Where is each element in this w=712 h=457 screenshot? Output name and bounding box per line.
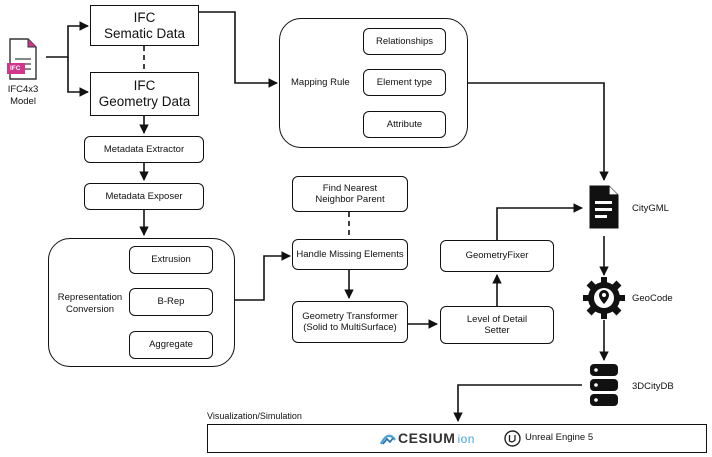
- handle-missing-elements-box: Handle Missing Elements: [292, 239, 408, 270]
- representation-label-line1: Representation: [57, 292, 123, 303]
- representation-item-aggregate: Aggregate: [129, 331, 213, 359]
- visualization-title: Visualization/Simulation: [207, 411, 302, 421]
- arrow-semantic-to-mapping: [199, 11, 278, 88]
- arrow-fixer-to-citygml: [496, 203, 583, 240]
- arrow-representation-to-handle: [235, 251, 291, 301]
- arrow-model-to-semantic: [46, 21, 89, 58]
- ifc-semantic-line1: IFC: [133, 9, 156, 25]
- ifc-geometry-line2: Geometry Data: [98, 94, 191, 109]
- ifc-semantic-line2: Sematic Data: [103, 25, 186, 41]
- cesium-main-text: CESIUM: [398, 430, 456, 446]
- cesium-logo-icon: [379, 430, 397, 451]
- ifc-semantic-data-box: IFC Sematic Data: [90, 5, 199, 46]
- citygml-label: CityGML: [632, 203, 669, 214]
- database-icon: [589, 362, 619, 413]
- arrow-model-to-geometry: [67, 57, 89, 97]
- find-nearest-line1: Find Nearest: [322, 182, 378, 194]
- citygml-document-icon: [587, 183, 621, 236]
- lod-line1: Level of Detail: [466, 313, 528, 325]
- find-nearest-neighbor-box: Find Nearest Neighbor Parent: [292, 176, 408, 212]
- ifc-geometry-data-box: IFC Geometry Data: [90, 72, 199, 116]
- ifc-model-label-line1: IFC4x3: [7, 84, 39, 95]
- arrow-citydb-to-visualization: [453, 384, 582, 422]
- mapping-rule-label: Mapping Rule: [291, 77, 350, 88]
- unreal-logo-icon: [504, 430, 521, 452]
- geocode-gear-globe-icon: [581, 276, 627, 325]
- mapping-item-element-type: Element type: [363, 69, 446, 96]
- representation-item-brep: B-Rep: [129, 288, 213, 316]
- level-of-detail-setter-box: Level of Detail Setter: [440, 306, 554, 344]
- representation-conversion-label: Representation Conversion: [55, 292, 125, 316]
- ifc-model-label-line2: Model: [10, 95, 36, 107]
- lod-line2: Setter: [484, 325, 510, 336]
- geocode-label: GeoCode: [632, 293, 673, 304]
- visualization-box: [207, 424, 707, 453]
- find-nearest-line2: Neighbor Parent: [315, 194, 385, 205]
- unreal-engine-label: Unreal Engine 5: [525, 432, 594, 443]
- representation-item-extrusion: Extrusion: [129, 246, 213, 274]
- metadata-exposer-box: Metadata Exposer: [84, 183, 204, 210]
- representation-label-line2: Conversion: [65, 303, 115, 315]
- ifc-model-label: IFC4x3 Model: [2, 84, 44, 108]
- citydb-label: 3DCityDB: [632, 381, 674, 392]
- ifc-file-tag: IFC: [10, 65, 21, 72]
- metadata-extractor-box: Metadata Extractor: [84, 136, 204, 163]
- geometry-transformer-line2: (Solid to MultiSurface): [303, 322, 397, 333]
- cesium-ion-text: ion: [457, 432, 475, 446]
- geometry-transformer-line1: Geometry Transformer: [302, 310, 398, 322]
- ifc-file-icon: IFC: [6, 37, 40, 86]
- geometry-fixer-box: GeometryFixer: [440, 240, 554, 272]
- mapping-item-relationships: Relationships: [363, 28, 446, 55]
- arrow-mapping-to-citygml: [468, 82, 609, 181]
- geometry-transformer-box: Geometry Transformer (Solid to MultiSurf…: [292, 301, 408, 343]
- ifc-geometry-line1: IFC: [133, 78, 156, 94]
- mapping-item-attribute: Attribute: [363, 111, 446, 138]
